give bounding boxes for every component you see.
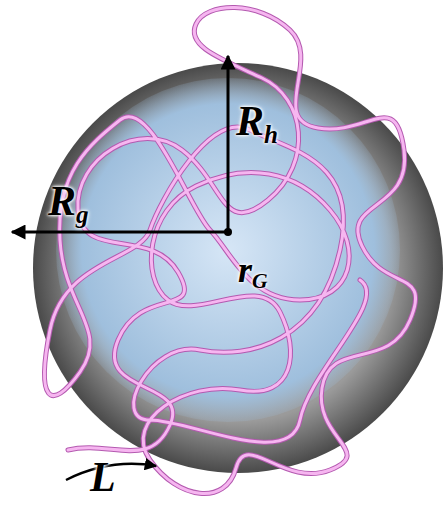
center-of-mass-label: rG bbox=[238, 252, 268, 288]
polymer-chain bbox=[45, 7, 416, 493]
radius-of-gyration-label: Rg bbox=[48, 180, 89, 222]
rg-arrow bbox=[12, 231, 228, 234]
rh-arrow bbox=[227, 56, 230, 232]
hydrodynamic-radius-label: Rh bbox=[236, 100, 278, 142]
center-point bbox=[224, 228, 232, 236]
contour-length-label: L bbox=[90, 456, 116, 498]
